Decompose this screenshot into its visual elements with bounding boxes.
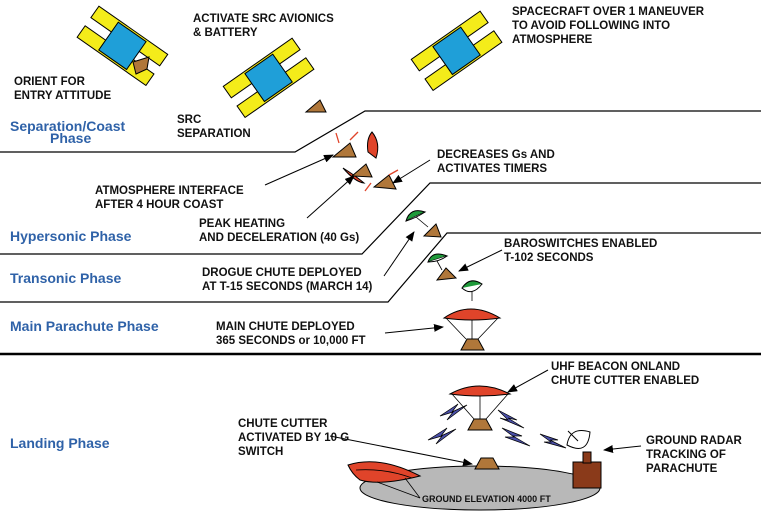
capsule-drogue <box>422 223 442 238</box>
collapsed-chute-fold <box>355 469 413 479</box>
capsule-main <box>460 338 485 351</box>
capsule-baroswitch <box>435 267 458 281</box>
note-activate-2: & BATTERY <box>193 27 258 39</box>
drogue-line <box>415 216 429 228</box>
note-cutter-3: SWITCH <box>238 446 283 458</box>
radar-base <box>572 461 602 489</box>
note-peak-2: AND DECELERATION (40 Gs) <box>199 232 359 244</box>
heating-flame <box>367 131 379 159</box>
note-cutter-2: ACTIVATED BY 10 G <box>238 432 349 444</box>
arrow-uhf-beacon <box>507 369 549 393</box>
note-spacecraft-2: TO AVOID FOLLOWING INTO <box>512 20 670 32</box>
collapsed-chute <box>347 461 422 483</box>
note-atmosphere-2: AFTER 4 HOUR COAST <box>95 199 223 211</box>
capsule-landed <box>474 457 500 470</box>
ground-elevation-leader <box>376 481 421 499</box>
arrow-drogue <box>383 231 415 277</box>
main-shroud <box>477 317 499 340</box>
src-capsule-separated <box>304 99 327 113</box>
note-main-2: 365 SECONDS or 10,000 FT <box>216 335 366 347</box>
uhf-signal-bolt <box>439 403 468 421</box>
main-chute <box>442 308 502 321</box>
note-radar-3: PARACHUTE <box>646 463 718 475</box>
spacecraft-orient <box>76 5 169 87</box>
phase-label-transonic: Transonic Phase <box>10 270 121 286</box>
arrow-peak-heating <box>306 175 355 219</box>
pilot-chute-canopy <box>461 283 483 293</box>
phase-label-main-parachute: Main Parachute Phase <box>10 318 159 334</box>
beacon-chute <box>448 385 512 397</box>
beacon-shroud <box>485 393 509 420</box>
arrow-decreases-gs <box>392 159 431 184</box>
note-atmosphere-1: ATMOSPHERE INTERFACE <box>95 185 244 197</box>
arrow-ground-radar <box>603 445 642 454</box>
ground-elevation-leader <box>404 477 421 499</box>
note-radar-1: GROUND RADAR <box>646 435 743 447</box>
note-baro-2: T-102 SECONDS <box>504 252 594 264</box>
note-src-separation-2: SEPARATION <box>177 128 251 140</box>
phase-label-separation: Separation/Coast <box>10 118 125 134</box>
hypersonic-phase-boundary <box>0 182 761 255</box>
note-drogue-2: AT T-15 SECONDS (MARCH 14) <box>202 281 373 293</box>
note-orient-1: ORIENT FOR <box>14 76 86 88</box>
note-ground-elevation: GROUND ELEVATION 4000 FT <box>422 494 551 504</box>
note-peak-1: PEAK HEATING <box>199 218 285 230</box>
main-shroud <box>445 317 467 340</box>
phase-label-landing: Landing Phase <box>10 435 110 451</box>
capsule-beacon <box>467 418 493 431</box>
radar-feed <box>567 430 579 442</box>
note-spacecraft-3: ATMOSPHERE <box>512 34 593 46</box>
spacecraft-maneuver <box>410 10 503 92</box>
drogue-chute-rim <box>405 211 426 222</box>
note-activate-1: ACTIVATE SRC AVIONICS <box>193 13 334 25</box>
separation-phase-boundary <box>0 110 761 153</box>
note-decreases-2: ACTIVATES TIMERS <box>437 163 547 175</box>
drogue-chute <box>405 210 427 222</box>
note-main-1: MAIN CHUTE DEPLOYED <box>216 321 355 333</box>
arrow-main-chute <box>384 323 444 334</box>
note-uhf-1: UHF BEACON ONLAND <box>551 361 680 373</box>
note-src-separation-1: SRC <box>177 114 201 126</box>
note-uhf-2: CHUTE CUTTER ENABLED <box>551 375 699 387</box>
capsule-peak-heating <box>350 163 373 178</box>
note-decreases-1: DECREASES Gs AND <box>437 149 555 161</box>
capsule-decelerated <box>372 174 397 190</box>
note-spacecraft-1: SPACECRAFT OVER 1 MANEUVER <box>512 6 705 18</box>
radar-mount <box>582 451 592 464</box>
uhf-signal-bolt <box>427 427 457 445</box>
src-capsule-attached <box>132 56 150 75</box>
uhf-signal-bolt <box>501 427 531 447</box>
uhf-signal-bolt <box>539 433 567 449</box>
plasma-streak <box>349 131 359 141</box>
note-orient-2: ENTRY ATTITUDE <box>14 90 111 102</box>
note-drogue-1: DROGUE CHUTE DEPLOYED <box>202 267 362 279</box>
note-cutter-1: CHUTE CUTTER <box>238 418 328 430</box>
transonic-phase-boundary <box>0 232 761 303</box>
plasma-streak <box>335 132 340 144</box>
note-radar-2: TRACKING OF <box>646 449 726 461</box>
phase-label-separation-2: Phase <box>50 130 91 146</box>
phase-label-hypersonic: Hypersonic Phase <box>10 228 132 244</box>
drogue-line <box>436 260 443 271</box>
spacecraft-activate <box>222 37 315 119</box>
arrow-chute-cutter <box>329 435 473 467</box>
arrow-baroswitch <box>458 249 503 272</box>
plasma-streak <box>388 169 399 176</box>
drogue-chute-2-rim <box>427 255 448 263</box>
plasma-streak <box>364 182 372 192</box>
uhf-signal-bolt <box>497 409 525 429</box>
radar-dish-icon <box>566 430 591 449</box>
capsule-interface <box>331 142 357 158</box>
arrow-atmosphere-interface <box>264 154 334 186</box>
note-baro-1: BAROSWITCHES ENABLED <box>504 238 657 250</box>
